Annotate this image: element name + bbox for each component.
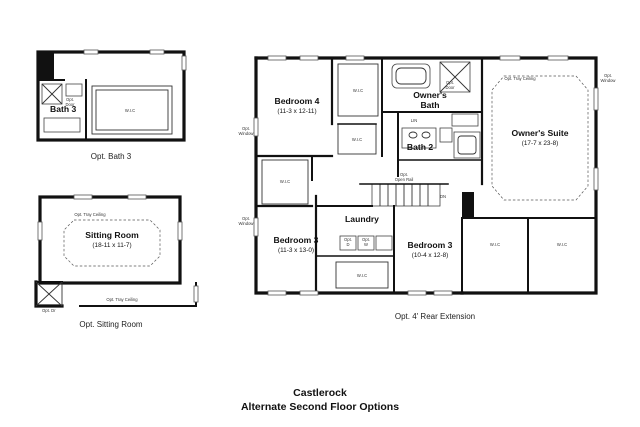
opt-window-right-line2: Window	[601, 78, 617, 83]
caption-opt-rear-extension: Opt. 4' Rear Extension	[395, 312, 475, 321]
dryer-label-line1: Opt.	[344, 237, 352, 242]
owners-tray-label: Opt. Tray Ceiling	[504, 76, 536, 81]
bedroom4-dims: (11-3 x 12-11)	[277, 108, 316, 115]
owners-suite-dims: (17-7 x 23-8)	[522, 140, 559, 147]
sitting-opt-dr-label: Opt. Dr	[42, 308, 56, 313]
bath3-inset-opt-door-line1: Opt.	[66, 97, 74, 102]
sitting-tray-label: Opt. Tray Ceiling	[74, 212, 106, 217]
wic-label-1: W.I.C	[353, 88, 363, 93]
washer-label-line2: W	[364, 242, 368, 247]
dryer-label-line2: D	[346, 242, 349, 247]
owners-bath-label-line1: Owner's	[413, 90, 447, 100]
bedroom4-label: Bedroom 4	[275, 96, 320, 106]
opt-sitting-room-inset: Sitting Room (18-11 x 11-7) Opt. Tray Ce…	[34, 194, 199, 329]
wic-label-4: W.I.C	[357, 273, 367, 278]
wic-label-6: W.I.C	[557, 242, 567, 247]
opt-window-left2-line2: Window	[239, 221, 255, 226]
caption-opt-bath3: Opt. Bath 3	[91, 152, 132, 161]
opt-window-left-line2: Window	[239, 131, 255, 136]
main-second-floor: Bedroom 4 (11-3 x 12-11) Owner's Bath Ow…	[239, 55, 617, 321]
owners-suite-label: Owner's Suite	[512, 128, 569, 138]
sitting-room-label: Sitting Room	[85, 230, 139, 240]
bedroom3-left-dims: (11-3 x 13-0)	[278, 247, 314, 254]
bath3-inset-wic-label: W.I.C	[125, 108, 135, 113]
bath3-inset-opt-door-line2: Door	[65, 102, 75, 107]
wic-label-5: W.I.C	[490, 242, 500, 247]
opt-window-right-line1: Opt.	[604, 73, 612, 78]
wic-label-3: W.I.C	[280, 179, 290, 184]
owners-bath-opt-door-line1: Opt.	[446, 80, 454, 85]
opt-open-rail-line1: Opt.	[400, 172, 408, 177]
bath3-label: Bath 3	[50, 104, 76, 114]
opt-bath3-inset: Bath 3 W.I.C Opt. Door Opt. Bath 3	[36, 49, 187, 161]
laundry-label: Laundry	[345, 214, 379, 224]
sitting-room-dims: (18-11 x 11-7)	[92, 242, 131, 249]
wic-label-2: W.I.C	[352, 137, 362, 142]
dn-label: DN	[440, 194, 446, 199]
opt-window-left-line1: Opt.	[242, 126, 250, 131]
owners-bath-opt-door-line2: Door	[445, 85, 455, 90]
bedroom3-left-label: Bedroom 3	[274, 235, 319, 245]
opt-window-left2-line1: Opt.	[242, 216, 250, 221]
plan-title: Castlerock	[293, 387, 347, 399]
bedroom3-right-label: Bedroom 3	[408, 240, 453, 250]
bedroom3-right-dims: (10-4 x 12-8)	[412, 252, 449, 259]
plan-subtitle: Alternate Second Floor Options	[241, 401, 399, 413]
opt-open-rail-line2: Open Rail	[395, 177, 414, 182]
lin-label: LIN	[411, 118, 418, 123]
bath2-label: Bath 2	[407, 142, 433, 152]
caption-opt-sitting-room: Opt. Sitting Room	[79, 320, 142, 329]
owners-bath-label-line2: Bath	[420, 100, 439, 110]
sitting-lower-tray-label: Opt. Tray Ceiling	[106, 297, 138, 302]
washer-label-line1: Opt.	[362, 237, 370, 242]
